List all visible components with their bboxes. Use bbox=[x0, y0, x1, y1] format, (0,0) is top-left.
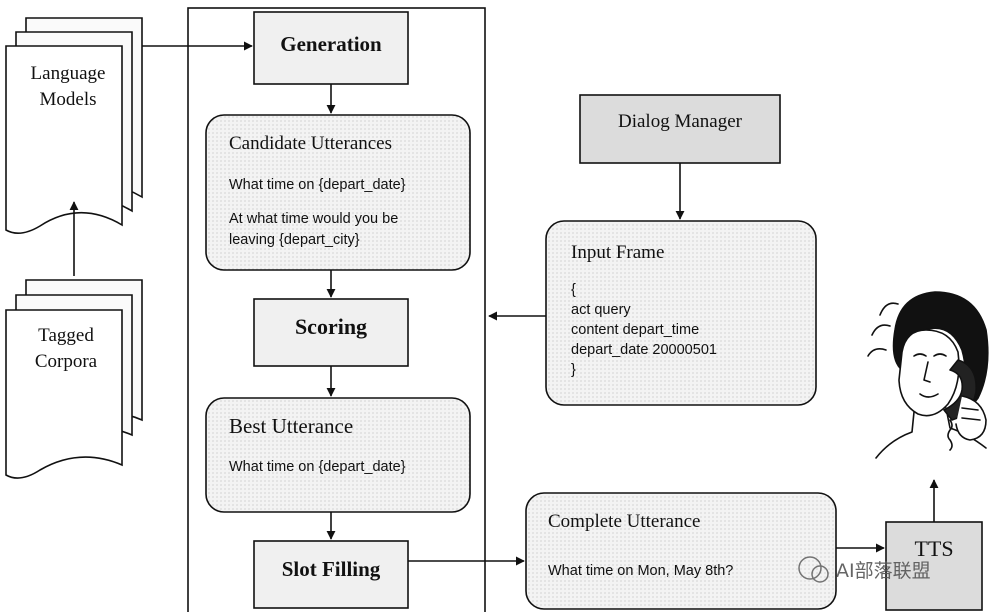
woman-on-telephone-icon bbox=[867, 291, 989, 459]
language-models-node: Language Models bbox=[5, 17, 143, 234]
input-frame-line-5: } bbox=[571, 362, 576, 378]
tagged-corpora-node: Tagged Corpora bbox=[5, 279, 143, 479]
tagged-corpora-label-2: Corpora bbox=[35, 351, 98, 372]
input-frame-title: Input Frame bbox=[571, 242, 664, 263]
candidate-utterance-2b: leaving {depart_city} bbox=[229, 232, 360, 248]
pipeline-frame bbox=[187, 7, 486, 612]
best-utterance-box bbox=[205, 397, 471, 513]
input-frame-line-4: depart_date 20000501 bbox=[571, 342, 717, 358]
candidate-utterances-title: Candidate Utterances bbox=[229, 133, 392, 154]
complete-utterance-title: Complete Utterance bbox=[548, 511, 700, 532]
tagged-corpora-label-1: Tagged bbox=[38, 325, 94, 346]
slot-filling-box bbox=[253, 540, 409, 609]
candidate-utterance-1: What time on {depart_date} bbox=[229, 177, 406, 193]
input-frame-line-2: act query bbox=[571, 302, 631, 318]
scoring-label: Scoring bbox=[295, 314, 367, 339]
candidate-utterances-box bbox=[205, 114, 471, 271]
tts-label: TTS bbox=[914, 536, 953, 561]
complete-utterance-box bbox=[525, 492, 837, 610]
complete-utterance-text: What time on Mon, May 8th? bbox=[548, 563, 733, 579]
input-frame-line-3: content depart_time bbox=[571, 322, 699, 338]
dialog-manager-label: Dialog Manager bbox=[618, 111, 743, 132]
watermark: AI部落联盟 bbox=[798, 556, 931, 583]
generation-label: Generation bbox=[280, 32, 382, 56]
language-models-label-2: Models bbox=[40, 89, 97, 110]
input-frame-line-1: { bbox=[571, 282, 576, 298]
watermark-text: AI部落联盟 bbox=[836, 560, 931, 582]
tts-box bbox=[885, 521, 983, 611]
best-utterance-title: Best Utterance bbox=[229, 414, 353, 438]
input-frame-box bbox=[545, 220, 817, 406]
generation-box bbox=[253, 11, 409, 85]
slot-filling-label: Slot Filling bbox=[282, 557, 381, 581]
language-models-label-1: Language bbox=[31, 63, 106, 84]
candidate-utterance-2a: At what time would you be bbox=[229, 211, 398, 227]
wechat-icon bbox=[798, 556, 822, 580]
best-utterance-text: What time on {depart_date} bbox=[229, 459, 406, 475]
